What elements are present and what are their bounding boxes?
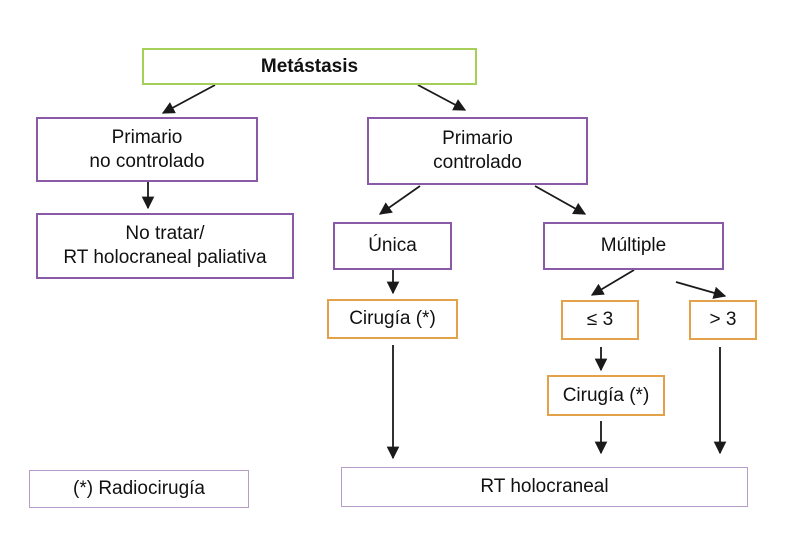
gt3-label: > 3 [709,309,737,330]
surgery-single-label: Cirugía (*) [349,308,436,329]
arrow-multiple-to-le3 [590,269,635,296]
primary-controlled-line-2: controlado [433,152,522,173]
primary-controlled-node: Primario controlado [367,117,588,185]
le3-label: ≤ 3 [586,309,614,330]
multiple-node: Múltiple [543,222,724,270]
no-treat-line-2: RT holocraneal paliativa [63,247,267,268]
single-label: Única [368,235,417,256]
arrow-multiple-to-gt3 [675,281,727,299]
no-treat-line-1: No tratar/ [125,223,205,244]
footnote-box: (*) Radiocirugía [29,470,249,508]
rt-holocraneal-label: RT holocraneal [480,476,609,497]
arrow-metastasis-to-controlled [417,84,467,111]
arrow-metastasis-to-uncontrolled [161,84,216,114]
gt3-node: > 3 [689,300,757,340]
le3-node: ≤ 3 [561,300,639,340]
rt-holocraneal-node: RT holocraneal [341,467,748,507]
metastasis-node: Metástasis [142,48,477,85]
single-node: Única [333,222,452,270]
surgery-node-le3: Cirugía (*) [547,375,665,416]
primary-controlled-line-1: Primario [442,128,513,149]
surgery-node-single: Cirugía (*) [327,299,458,339]
multiple-label: Múltiple [600,235,667,256]
primary-uncontrolled-line-2: no controlado [89,150,205,172]
arrow-controlled-to-single [378,185,421,215]
metastasis-label: Metástasis [260,55,359,77]
primary-uncontrolled-node: Primario no controlado [36,117,258,182]
no-treat-node: No tratar/ RT holocraneal paliativa [36,213,294,279]
footnote-label: (*) Radiocirugía [73,478,205,499]
primary-uncontrolled-line-1: Primario [111,126,183,148]
surgery-le3-label: Cirugía (*) [562,384,650,406]
arrow-controlled-to-multiple [534,185,587,215]
